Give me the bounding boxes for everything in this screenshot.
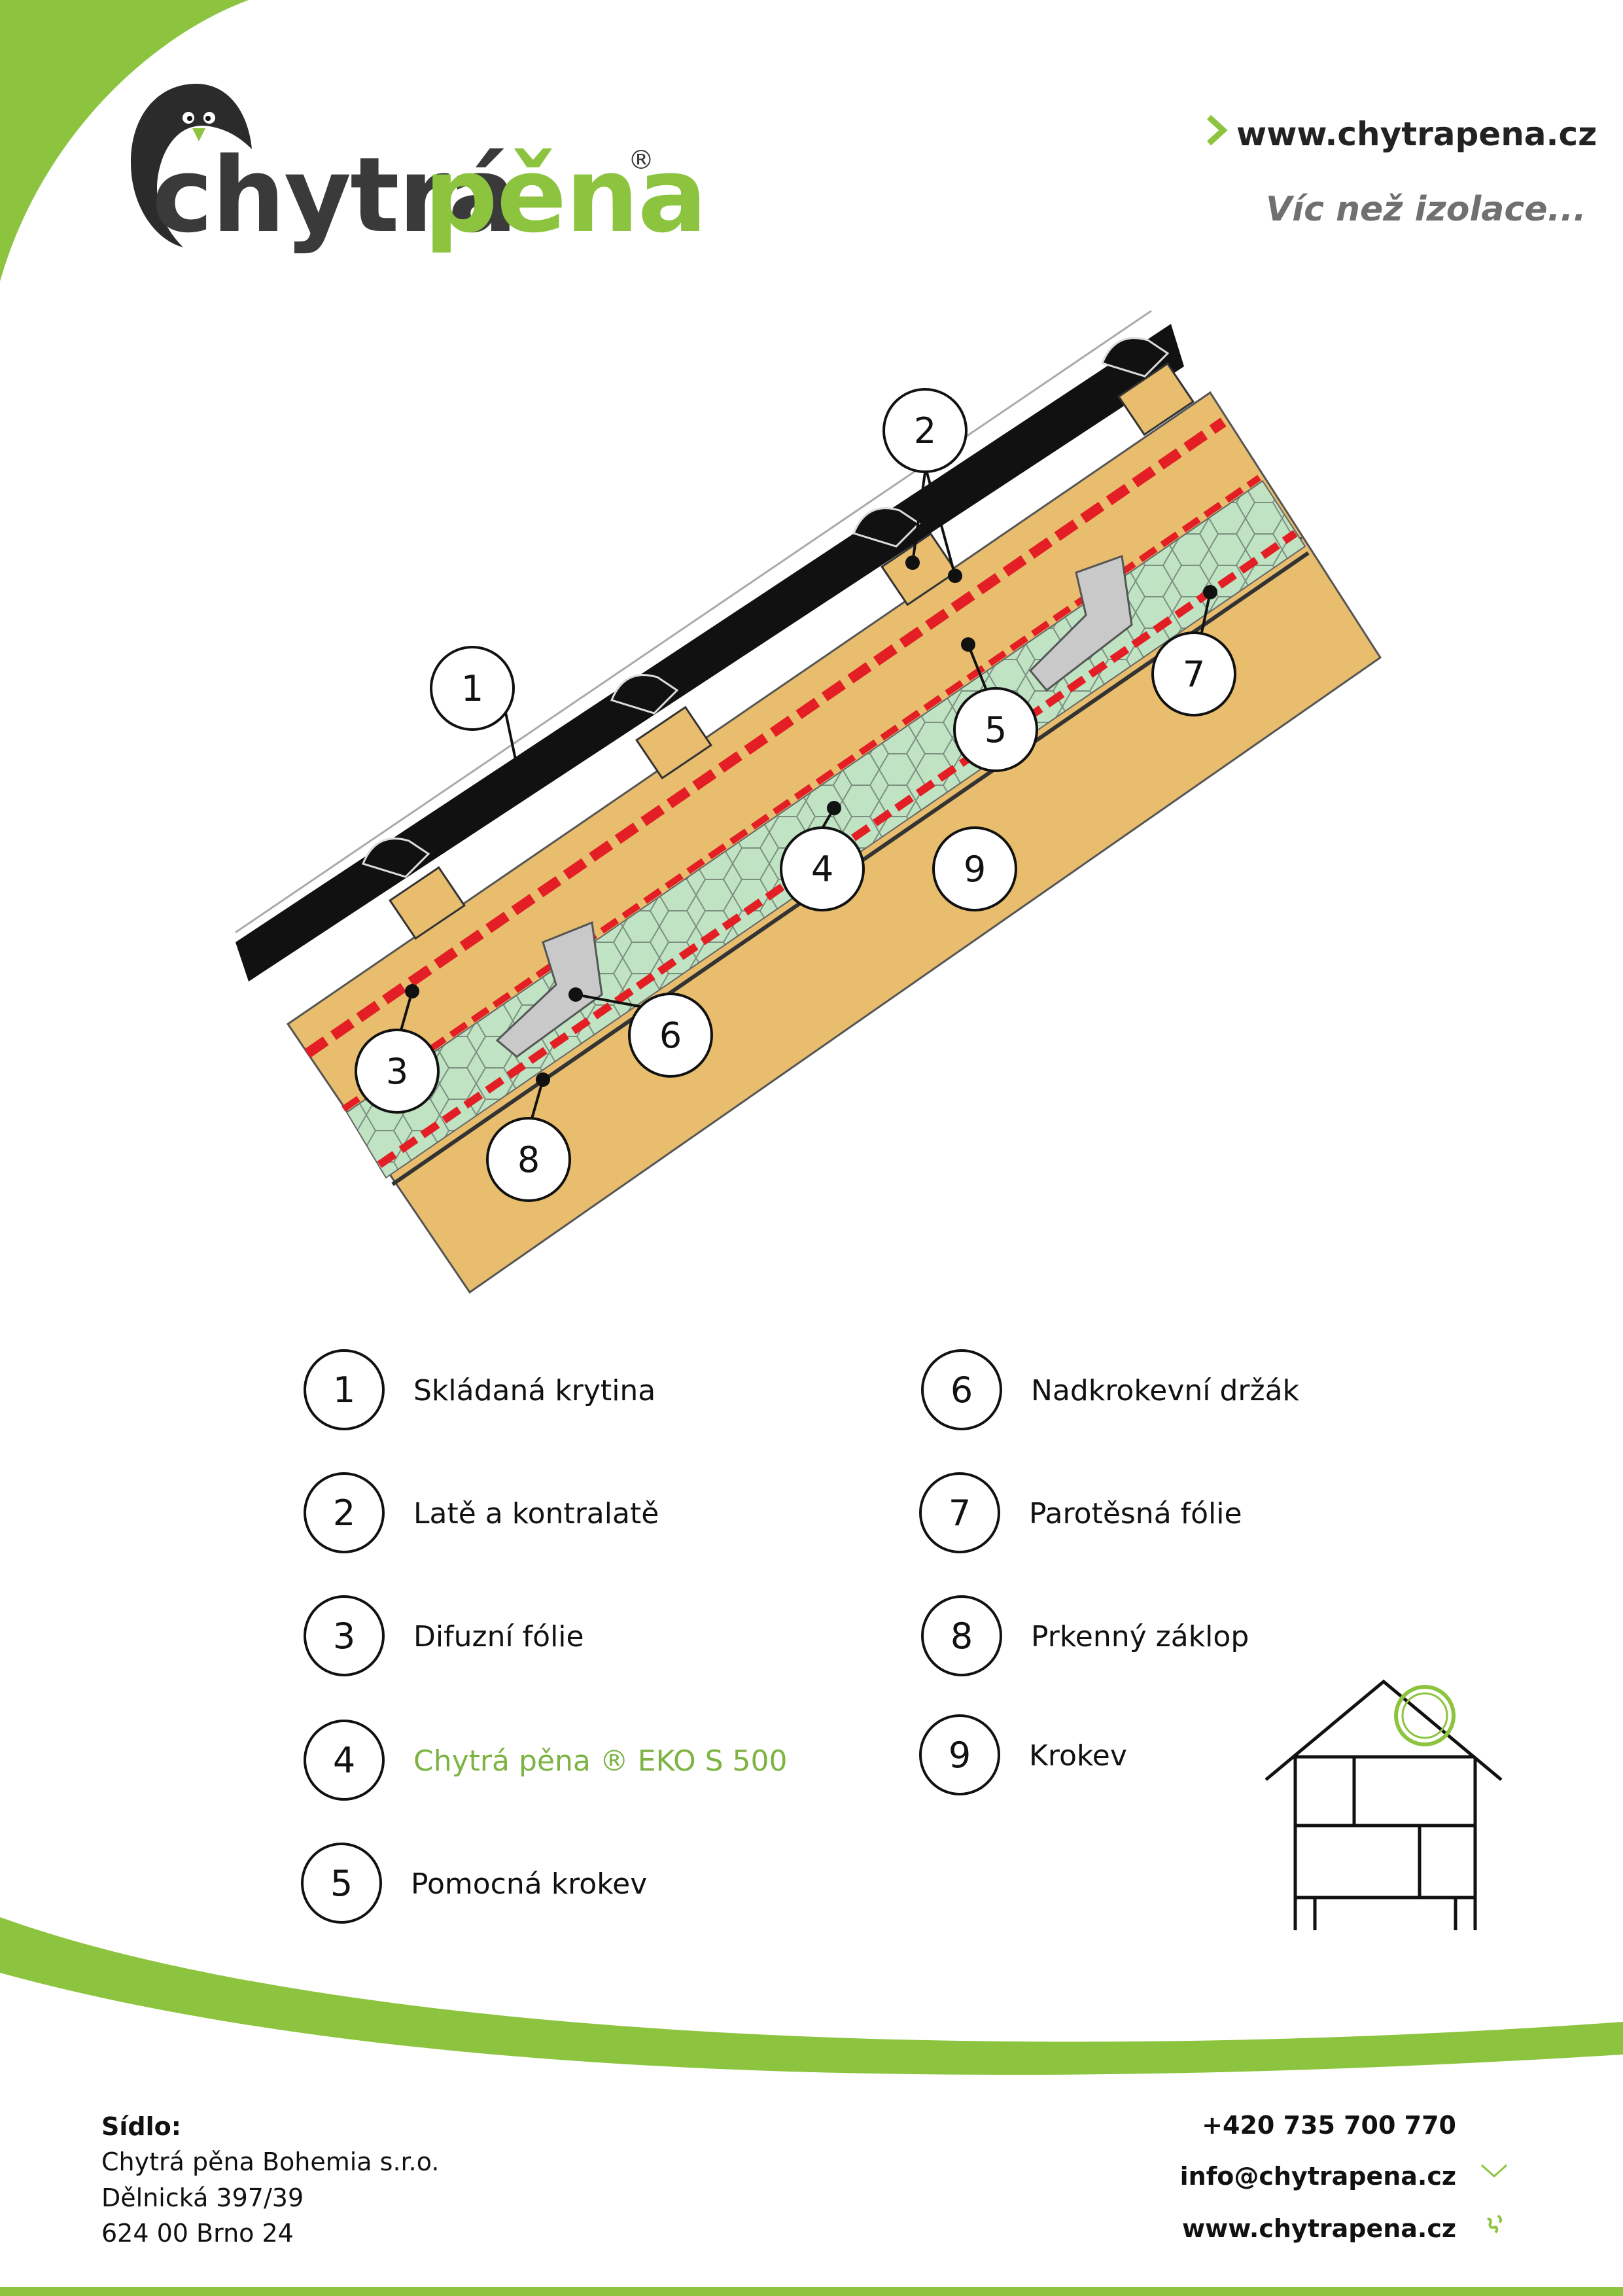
callout-7: 7	[1151, 631, 1236, 716]
svg-text:4: 4	[811, 849, 833, 890]
svg-text:6: 6	[659, 1015, 682, 1056]
legend-item-3: 3 Difuzní fólie	[304, 1595, 892, 1680]
legend-item-5: 5 Pomocná krokev	[301, 1843, 890, 1928]
batten-4	[1117, 362, 1195, 436]
callout-5: 5	[953, 687, 1038, 772]
legend-label: Chytrá pěna ® EKO S 500	[413, 1744, 788, 1778]
logo-word-chytra: chytrá	[152, 135, 517, 256]
svg-text:7: 7	[1183, 654, 1205, 695]
legend-label: Pomocná krokev	[411, 1867, 648, 1901]
roof-covering	[236, 324, 1184, 981]
legend-number: 9	[919, 1714, 1000, 1795]
legend-item-8: 8 Prkenný záklop	[921, 1595, 1510, 1680]
header-website-link[interactable]: www.chytrapena.cz	[1236, 115, 1597, 153]
footer-email[interactable]: info@chytrapena.cz	[1179, 2162, 1456, 2191]
legend-number: 5	[301, 1843, 382, 1924]
footer-hq-label: Sídlo:	[101, 2112, 181, 2141]
callout-2: 2	[882, 388, 968, 473]
house-icon	[1265, 1679, 1503, 1930]
slogan: Víc než izolace...	[1266, 190, 1586, 229]
diffusion-membrane	[304, 417, 1227, 1058]
legend-number: 8	[921, 1595, 1002, 1676]
footer-phone[interactable]: +420 735 700 770	[1202, 2111, 1456, 2140]
chevron-right-icon	[1206, 115, 1228, 146]
globe-icon	[1482, 2212, 1507, 2237]
legend-label: Nadkrokevní držák	[1031, 1374, 1300, 1407]
legend-number: 1	[304, 1349, 385, 1430]
tile-clip-4	[1101, 337, 1170, 378]
callout-1: 1	[430, 646, 515, 731]
callout-6: 6	[628, 993, 713, 1078]
legend-label: Skládaná krytina	[413, 1374, 656, 1407]
legend-item-9: 9 Krokev	[919, 1714, 1508, 1799]
phone-icon	[1480, 2111, 1507, 2130]
svg-text:3: 3	[386, 1051, 408, 1092]
envelope-icon	[1480, 2164, 1508, 2182]
legend-label: Prkenný záklop	[1031, 1620, 1249, 1653]
footer-website[interactable]: www.chytrapena.cz	[1182, 2214, 1456, 2243]
footer-city: 624 00 Brno 24	[101, 2219, 294, 2248]
callout-9: 9	[932, 826, 1017, 911]
logo-registered-mark: ®	[628, 145, 654, 175]
bracket-lower	[495, 921, 603, 1058]
callout-4: 4	[780, 826, 865, 911]
svg-text:5: 5	[985, 709, 1007, 751]
tile-clip-3	[852, 507, 921, 548]
legend-number: 4	[304, 1720, 385, 1801]
batten-2	[635, 705, 712, 780]
legend-label: Parotěsná fólie	[1029, 1497, 1242, 1530]
logo-word-pena: pěna	[424, 135, 707, 256]
footer-white-panel	[0, 1973, 1623, 2287]
legend-label: Krokev	[1029, 1739, 1127, 1773]
svg-text:8: 8	[517, 1139, 540, 1180]
svg-text:2: 2	[914, 410, 936, 451]
footer-street: Dělnická 397/39	[101, 2183, 304, 2212]
top-left-swoosh	[0, 0, 249, 281]
legend-item-2: 2 Latě a kontralatě	[304, 1472, 892, 1557]
legend-item-6: 6 Nadkrokevní držák	[921, 1349, 1510, 1434]
footer-company: Chytrá pěna Bohemia s.r.o.	[101, 2147, 440, 2176]
svg-text:1: 1	[461, 668, 483, 709]
legend-number: 7	[919, 1472, 1000, 1553]
batten-1	[389, 866, 466, 940]
legend-item-1: 1 Skládaná krytina	[304, 1349, 892, 1434]
legend-item-4: 4 Chytrá pěna ® EKO S 500	[304, 1720, 892, 1805]
bracket-upper	[1028, 554, 1133, 692]
penguin-icon	[131, 84, 252, 247]
legend-number: 6	[921, 1349, 1002, 1430]
legend-number: 3	[304, 1595, 385, 1676]
tile-clip-1	[362, 838, 430, 878]
batten-3	[881, 532, 958, 607]
legend-label: Difuzní fólie	[413, 1620, 584, 1653]
svg-text:9: 9	[964, 849, 986, 890]
legend-item-7: 7 Parotěsná fólie	[919, 1472, 1508, 1557]
tile-clip-2	[610, 674, 679, 715]
legend-number: 2	[304, 1472, 385, 1553]
callout-8: 8	[486, 1117, 571, 1202]
callout-3: 3	[355, 1029, 440, 1114]
legend-label: Latě a kontralatě	[413, 1497, 659, 1530]
